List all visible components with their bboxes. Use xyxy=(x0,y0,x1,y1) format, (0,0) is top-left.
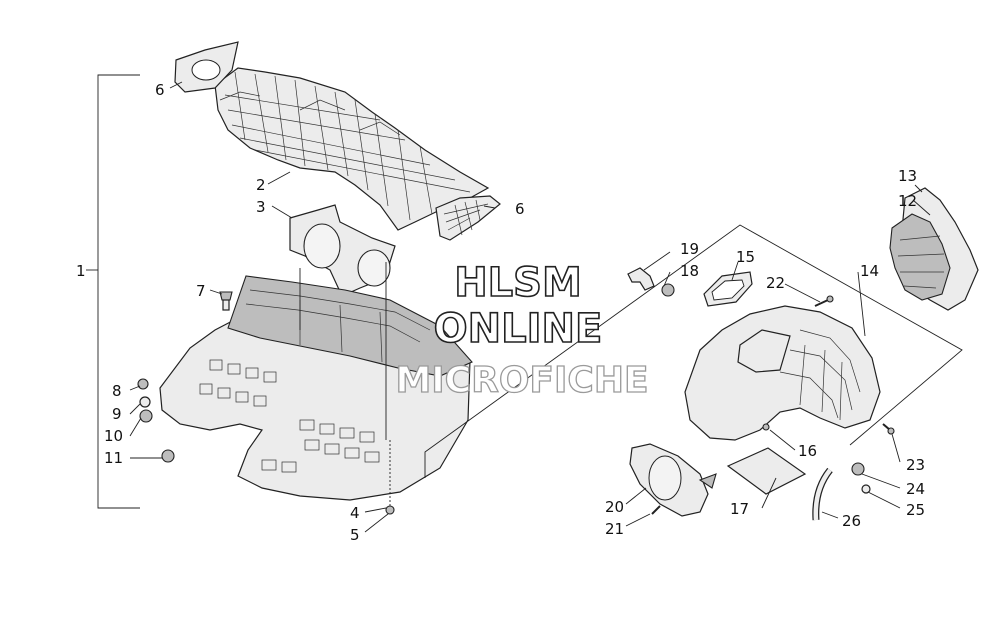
intake-duct xyxy=(289,204,396,297)
watermark-line-1: HLSM xyxy=(454,260,582,306)
callout-4: 4 xyxy=(350,504,360,522)
callout-26: 26 xyxy=(842,512,861,530)
watermark-line-2: ONLINE xyxy=(434,306,603,352)
callout-6-top: 6 xyxy=(155,81,165,99)
callout-10: 10 xyxy=(104,427,123,445)
callout-21: 21 xyxy=(605,520,624,538)
base-pan xyxy=(159,275,473,501)
callout-6-right: 6 xyxy=(515,200,525,218)
drain-hose xyxy=(812,462,871,521)
screws-right xyxy=(651,295,895,515)
leader-lines xyxy=(129,81,931,533)
right-assembly-box xyxy=(424,224,963,478)
callout-18: 18 xyxy=(680,262,699,280)
pan-ribs xyxy=(199,359,380,473)
elbow-fitting xyxy=(627,267,675,297)
callout-2: 2 xyxy=(256,176,266,194)
callout-13: 13 xyxy=(898,167,917,185)
callout-20: 20 xyxy=(605,498,624,516)
hardware-left xyxy=(137,262,395,515)
callout-labels: 1 2 3 4 5 6 6 7 8 9 10 11 12 13 14 15 16… xyxy=(76,81,925,544)
cover-plate xyxy=(629,443,717,517)
callout-9: 9 xyxy=(112,405,122,423)
intake-silencer-top xyxy=(214,67,490,231)
watermark: HLSM ONLINE MICROFICHE xyxy=(395,259,649,401)
airbox-seal xyxy=(703,271,753,307)
airbox xyxy=(684,305,881,441)
callout-3: 3 xyxy=(256,198,266,216)
callout-5: 5 xyxy=(350,526,360,544)
air-filter xyxy=(889,187,979,311)
callout-15: 15 xyxy=(736,248,755,266)
callout-12: 12 xyxy=(898,192,917,210)
watermark-line-3: MICROFICHE xyxy=(395,360,648,401)
callout-17: 17 xyxy=(730,500,749,518)
callout-25: 25 xyxy=(906,501,925,519)
gasket-top-left xyxy=(174,41,239,93)
callout-22: 22 xyxy=(766,274,785,292)
assembly-bracket xyxy=(86,74,140,509)
callout-7: 7 xyxy=(196,282,206,300)
airbox-decal xyxy=(726,447,807,495)
gasket-right xyxy=(435,195,501,241)
callout-8: 8 xyxy=(112,382,122,400)
callout-11: 11 xyxy=(104,449,123,467)
callout-23: 23 xyxy=(906,456,925,474)
callout-14: 14 xyxy=(860,262,879,280)
callout-19: 19 xyxy=(680,240,699,258)
callout-1: 1 xyxy=(76,262,86,280)
callout-24: 24 xyxy=(906,480,925,498)
callout-16: 16 xyxy=(798,442,817,460)
